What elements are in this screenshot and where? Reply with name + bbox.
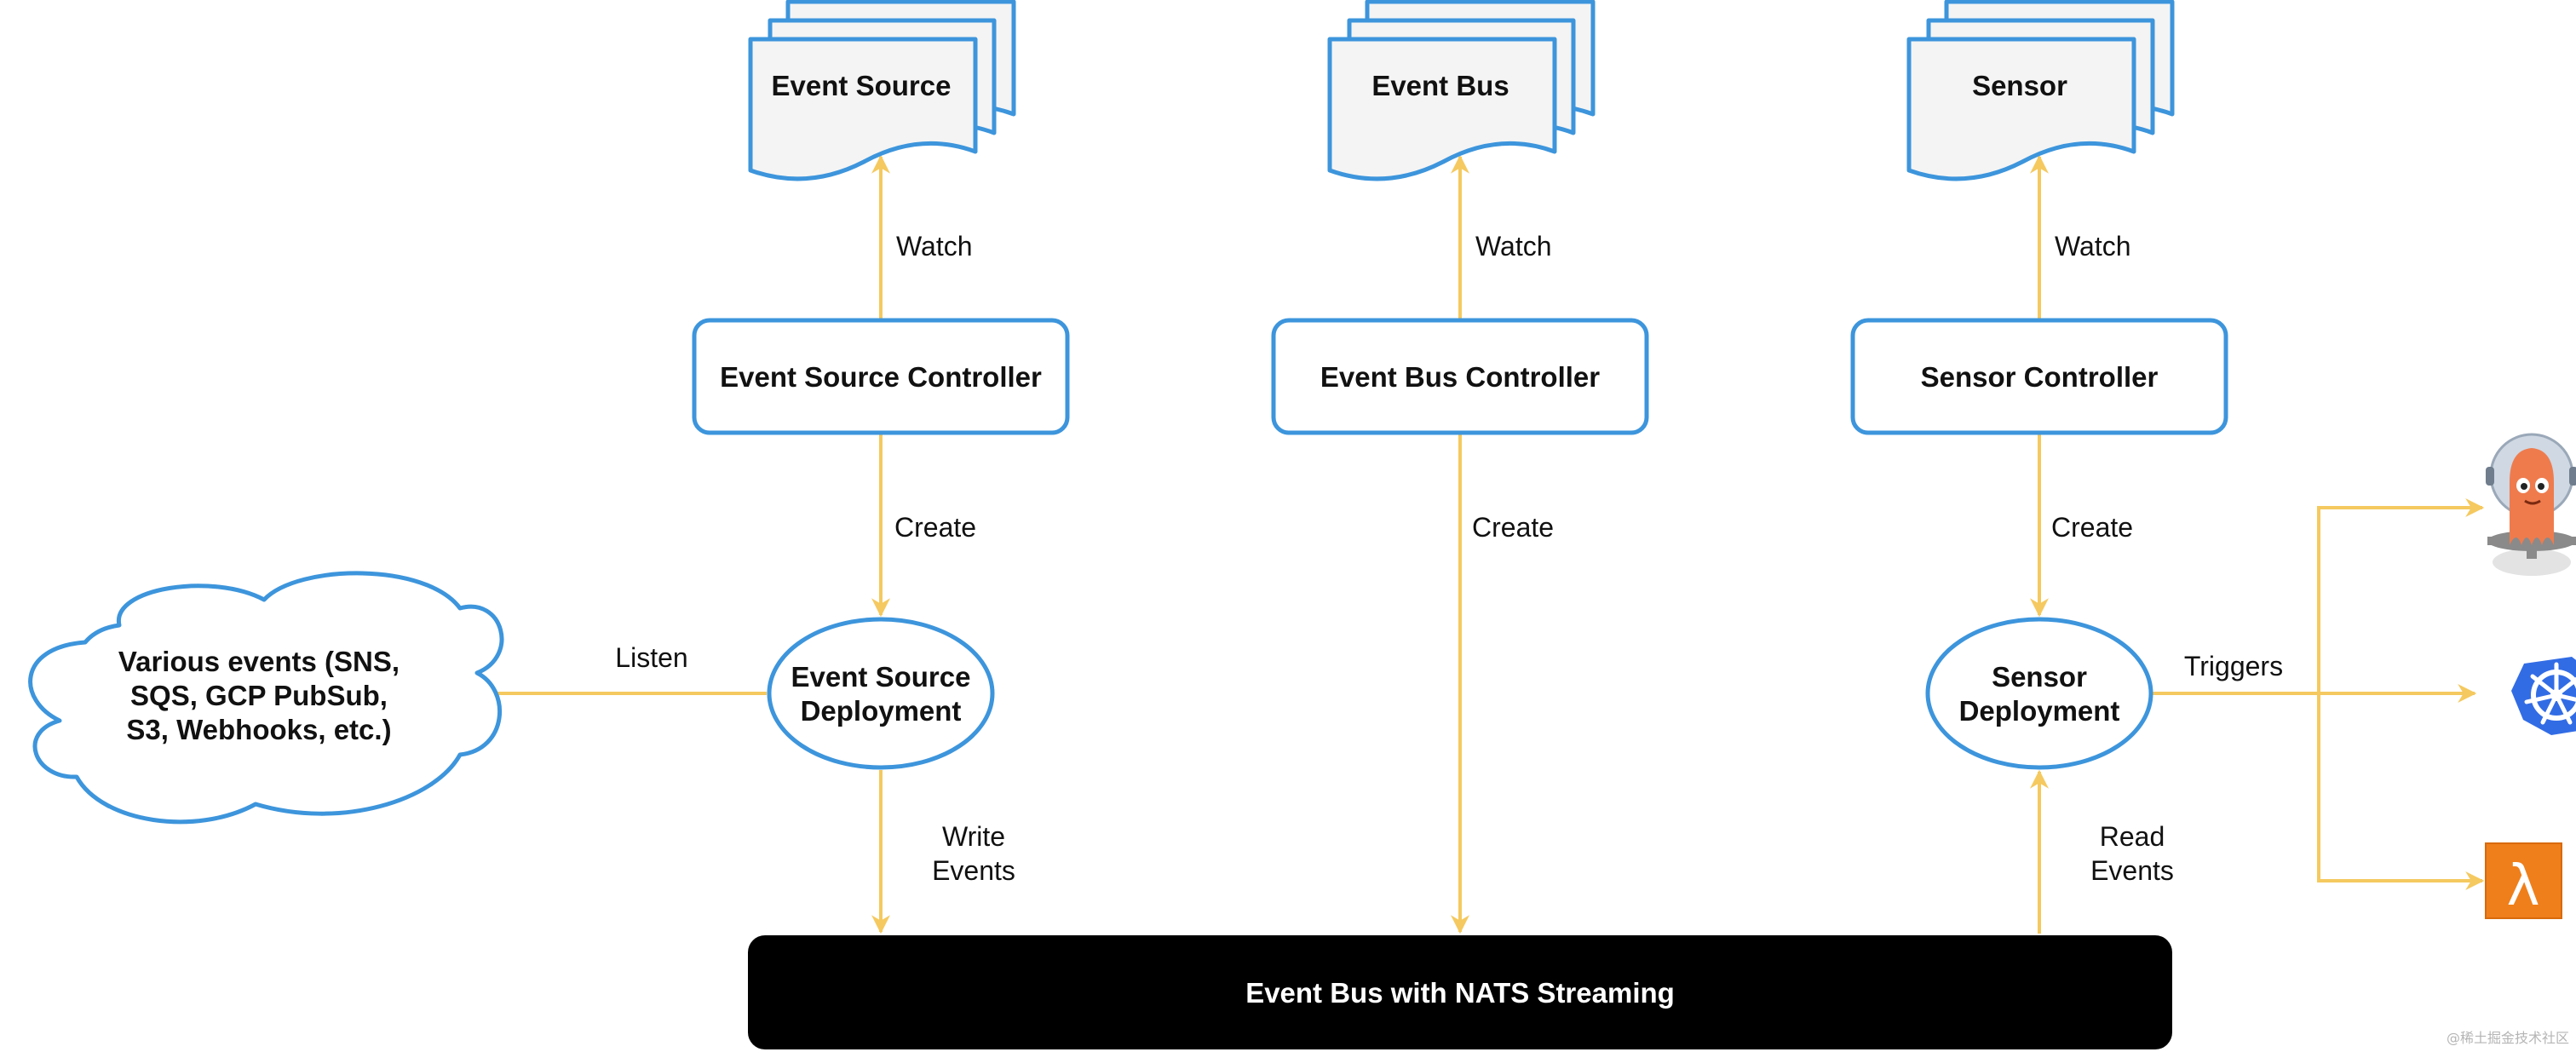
cloud-line3: S3, Webhooks, etc.) (126, 714, 391, 745)
deployment-event-source-line2: Deployment (801, 695, 962, 727)
connectors (464, 154, 2485, 934)
create-label-1: Create (894, 512, 976, 543)
watch-label-3: Watch (2055, 231, 2131, 262)
resource-sensor-label: Sensor (1972, 70, 2067, 101)
controller-event-bus: Event Bus Controller (1271, 318, 1649, 435)
triggers-label: Triggers (2184, 651, 2283, 681)
deployment-event-source: Event Source Deployment (767, 617, 995, 770)
aws-lambda-glyph: λ (2506, 853, 2539, 918)
aws-lambda-icon: λ (2485, 842, 2562, 919)
deployment-event-source-line1: Event Source (791, 661, 971, 693)
controller-sensor: Sensor Controller (1850, 318, 2228, 435)
resource-event-source-label: Event Source (772, 70, 952, 101)
deployment-sensor: Sensor Deployment (1925, 617, 2153, 770)
controller-sensor-label: Sensor Controller (1921, 361, 2159, 393)
read-events-label-line2: Events (2090, 855, 2174, 886)
listen-label: Listen (615, 642, 687, 673)
resource-sensor: Sensor (1906, 0, 2175, 181)
write-events-label-line2: Events (932, 855, 1015, 886)
triggers-arrow-lambda (2317, 693, 2485, 890)
controller-event-source-label: Event Source Controller (720, 361, 1042, 393)
triggers-arrow-argo (2317, 498, 2485, 693)
kubernetes-icon (2511, 657, 2576, 735)
watch-label-2: Watch (1475, 231, 1552, 262)
read-events-label-line1: Read (2100, 821, 2165, 852)
create-label-2: Create (1472, 512, 1554, 543)
edge-labels: Watch Watch Watch Create Create Create L… (615, 231, 2283, 886)
resource-event-bus: Event Bus (1327, 0, 1596, 181)
watch-label-1: Watch (896, 231, 973, 262)
create-label-3: Create (2051, 512, 2133, 543)
watermark: @稀土掘金技术社区 (2447, 1030, 2569, 1046)
cloud-line2: SQS, GCP PubSub, (130, 680, 388, 711)
event-sources-cloud: Various events (SNS, SQS, GCP PubSub, S3… (28, 571, 504, 825)
event-bus-nats: Event Bus with NATS Streaming (748, 935, 2172, 1049)
deployment-sensor-line1: Sensor (1992, 661, 2087, 693)
write-events-label-line1: Write (942, 821, 1005, 852)
resource-event-bus-label: Event Bus (1371, 70, 1509, 101)
resource-event-source: Event Source (748, 0, 1016, 181)
deployment-sensor-line2: Deployment (1959, 695, 2120, 727)
argo-workflows-icon (2486, 433, 2576, 576)
controller-event-source: Event Source Controller (692, 318, 1070, 435)
event-bus-nats-label: Event Bus with NATS Streaming (1245, 977, 1675, 1009)
cloud-line1: Various events (SNS, (118, 646, 400, 677)
controller-event-bus-label: Event Bus Controller (1320, 361, 1600, 393)
